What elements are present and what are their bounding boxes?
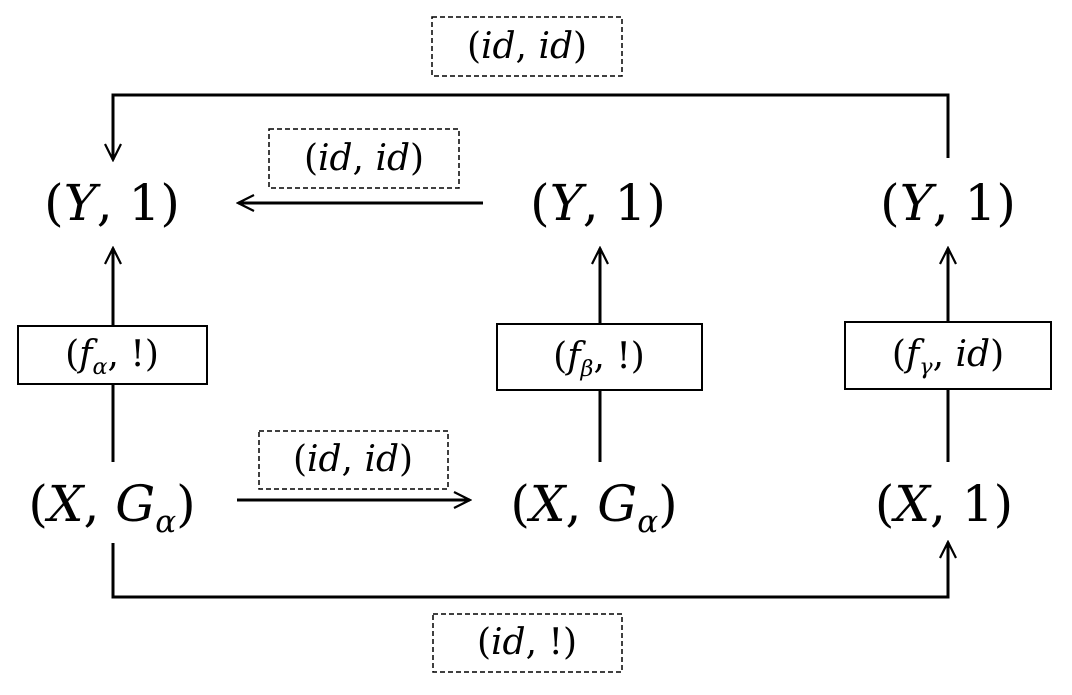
- label-left-vertical-second: !: [130, 334, 145, 375]
- label-top-middle-to-left-first: id: [317, 138, 353, 179]
- label-right-vertical-sub: γ: [919, 353, 933, 380]
- node-top-right-var: Y: [899, 174, 933, 232]
- node-top-left-var: Y: [63, 174, 97, 232]
- node-top-middle-var: Y: [549, 174, 583, 232]
- node-bottom-left: (X, Gα): [28, 475, 196, 540]
- label-box-middle-vertical: [496, 323, 703, 391]
- label-box-bottom-loop: [432, 613, 623, 673]
- label-box-top-middle-to-left: [268, 128, 460, 189]
- label-top-loop-first: id: [480, 26, 516, 67]
- arrow-bottom-loop: [111, 542, 948, 599]
- label-bottom-left-to-middle: (id, id): [292, 439, 414, 480]
- node-bottom-middle-second: G: [597, 475, 638, 533]
- label-bottom-left-to-middle-second: id: [364, 439, 400, 480]
- node-bottom-middle: (X, Gα): [510, 475, 678, 540]
- label-box-bottom-left-to-middle: [258, 430, 449, 490]
- label-bottom-loop-first: id: [491, 622, 526, 663]
- node-top-middle-second: 1: [614, 174, 647, 232]
- node-bottom-left-sub: α: [155, 503, 177, 540]
- label-bottom-loop: (id, !): [476, 622, 578, 663]
- label-middle-vertical-first: f: [567, 336, 581, 377]
- label-bottom-left-to-middle-first: id: [306, 439, 342, 480]
- label-top-middle-to-left: (id, id): [303, 138, 425, 179]
- label-left-vertical: (fα, !): [65, 334, 159, 380]
- node-top-left-second: 1: [128, 174, 161, 232]
- node-bottom-left-second: G: [115, 475, 156, 533]
- node-top-right-second: 1: [964, 174, 997, 232]
- label-right-vertical-second: id: [955, 334, 991, 375]
- label-middle-vertical: (fβ, !): [553, 336, 645, 382]
- node-bottom-left-var: X: [47, 475, 84, 533]
- node-bottom-right-second: 1: [961, 475, 994, 533]
- label-top-middle-to-left-second: id: [375, 138, 411, 179]
- label-top-loop: (id, id): [466, 26, 588, 67]
- label-left-vertical-first: f: [79, 334, 93, 375]
- arrow-top-loop: [113, 93, 950, 160]
- node-top-left: (Y, 1): [44, 174, 180, 232]
- node-top-right: (Y, 1): [880, 174, 1016, 232]
- label-box-top-loop: [431, 16, 623, 77]
- label-right-vertical: (fγ, id): [891, 334, 1005, 380]
- label-right-vertical-first: f: [905, 334, 920, 375]
- label-box-left-vertical: [17, 325, 208, 385]
- node-bottom-right: (X, 1): [874, 475, 1014, 533]
- label-left-vertical-sub: α: [92, 353, 108, 380]
- node-bottom-middle-var: X: [529, 475, 566, 533]
- label-middle-vertical-sub: β: [580, 355, 594, 382]
- node-top-middle: (Y, 1): [530, 174, 666, 232]
- label-box-right-vertical: [844, 321, 1052, 390]
- label-middle-vertical-second: !: [616, 336, 631, 377]
- node-bottom-right-var: X: [894, 475, 930, 533]
- node-bottom-middle-sub: α: [637, 503, 659, 540]
- label-bottom-loop-second: !: [548, 622, 563, 663]
- label-top-loop-second: id: [538, 26, 574, 67]
